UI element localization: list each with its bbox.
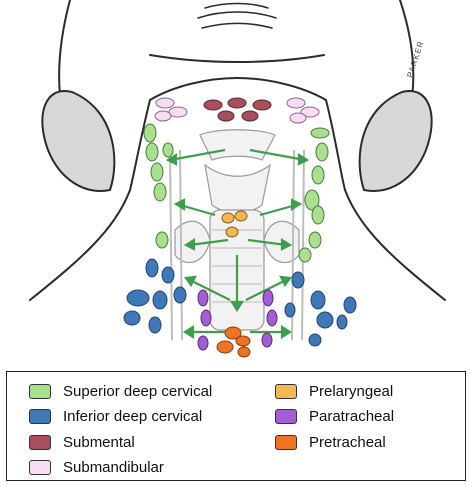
legend-label: Pretracheal: [309, 433, 386, 451]
neck-anatomy-illustration: PARKER: [29, 0, 446, 358]
legend-swatch: [29, 434, 51, 450]
superior-deep-cervical-nodes: [143, 123, 330, 263]
pretracheal-nodes: [216, 326, 251, 358]
legend-label: Submandibular: [63, 458, 164, 476]
left-ear: [41, 89, 116, 192]
right-ear: [358, 89, 433, 192]
neck-vessels: [169, 149, 305, 341]
prelaryngeal-nodes: [221, 210, 248, 238]
legend-swatch: [29, 459, 51, 475]
legend: Superior deep cervical Inferior deep cer…: [6, 371, 466, 481]
paratracheal-nodes: [197, 289, 278, 351]
illustrator-signature: PARKER: [405, 39, 425, 78]
legend-item-submental: Submental: [29, 431, 135, 453]
legend-label: Inferior deep cervical: [63, 407, 203, 425]
legend-item-superior-deep-cervical: Superior deep cervical: [29, 380, 212, 402]
legend-label: Paratracheal: [309, 407, 395, 425]
legend-item-paratracheal: Paratracheal: [275, 405, 394, 427]
lymph-drainage-arrows: [165, 148, 310, 339]
legend-label: Submental: [63, 433, 135, 451]
legend-swatch: [275, 408, 297, 424]
head-outline: [29, 0, 446, 301]
legend-swatch: [275, 434, 297, 450]
inferior-deep-cervical-nodes: [123, 258, 357, 347]
legend-item-prelaryngeal: Prelaryngeal: [275, 380, 393, 402]
submandibular-nodes: [154, 97, 320, 124]
legend-swatch: [275, 383, 297, 399]
legend-item-pretracheal: Pretracheal: [275, 431, 386, 453]
legend-item-submandibular: Submandibular: [29, 456, 164, 478]
legend-label: Superior deep cervical: [63, 382, 213, 400]
legend-item-inferior-deep-cervical: Inferior deep cervical: [29, 405, 202, 427]
legend-swatch: [29, 408, 51, 424]
submental-nodes: [203, 97, 272, 122]
legend-swatch: [29, 383, 51, 399]
legend-label: Prelaryngeal: [309, 382, 394, 400]
